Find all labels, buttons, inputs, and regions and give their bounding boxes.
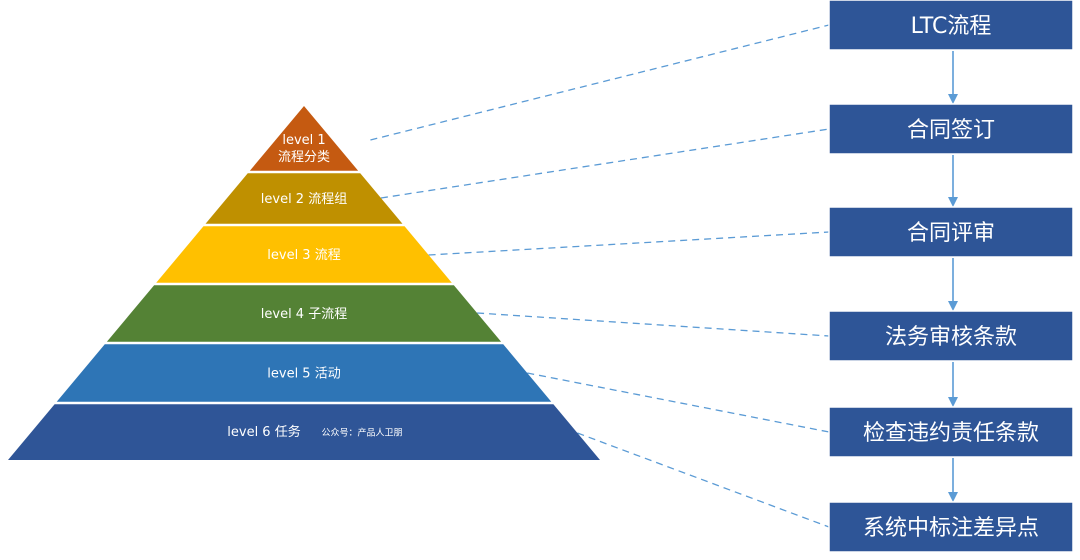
process-step-6-label: 系统中标注差异点 xyxy=(863,516,1039,541)
process-step-1: LTC流程 xyxy=(828,0,1074,51)
connector-level-2 xyxy=(380,128,830,199)
tier-1-label: level 1 xyxy=(282,133,325,148)
dashed-connectors xyxy=(370,24,830,528)
tier-6-note: 公众号：产品人卫朋 xyxy=(321,427,402,439)
connector-level-6 xyxy=(577,432,830,528)
connector-level-5 xyxy=(527,372,830,433)
tier-2-label: level 2 流程组 xyxy=(261,192,347,207)
pyramid-tier-4 xyxy=(106,285,502,342)
tier-1-label: 流程分类 xyxy=(278,150,330,165)
process-step-4: 法务审核条款 xyxy=(828,310,1074,362)
process-step-4-label: 法务审核条款 xyxy=(885,325,1017,350)
process-step-4-box xyxy=(828,310,1074,362)
pyramid-tier-1 xyxy=(249,106,359,171)
tier-6-label: level 6 任务 xyxy=(227,424,300,440)
process-step-6: 系统中标注差异点 xyxy=(828,501,1074,553)
tier-3-label: level 3 流程 xyxy=(267,248,340,263)
process-step-1-box xyxy=(828,0,1074,51)
process-step-5-label: 检查违约责任条款 xyxy=(863,421,1039,446)
process-step-2-label: 合同签订 xyxy=(907,118,995,143)
process-step-2-box xyxy=(828,103,1074,155)
pyramid-tier-6 xyxy=(8,404,600,460)
process-step-1-label: LTC流程 xyxy=(911,14,992,39)
connector-level-4 xyxy=(477,312,830,337)
pyramid-tier-3 xyxy=(156,226,452,283)
connector-level-1 xyxy=(370,24,830,141)
pyramid-tier-5 xyxy=(56,344,552,402)
process-step-5: 检查违约责任条款 xyxy=(828,406,1074,458)
tier-4-label: level 4 子流程 xyxy=(261,307,347,322)
process-step-3-label: 合同评审 xyxy=(907,221,995,246)
connector-level-3 xyxy=(428,231,830,256)
pyramid-tier-2 xyxy=(205,173,403,224)
process-step-2: 合同签订 xyxy=(828,103,1074,155)
tier-5-label: level 5 活动 xyxy=(267,367,340,382)
process-step-3: 合同评审 xyxy=(828,206,1074,258)
process-step-3-box xyxy=(828,206,1074,258)
process-step-6-box xyxy=(828,501,1074,553)
level-pyramid: level 1 流程分类 level 2 流程组 level 3 流程 level 4 … xyxy=(8,106,600,460)
process-step-5-box xyxy=(828,406,1074,458)
